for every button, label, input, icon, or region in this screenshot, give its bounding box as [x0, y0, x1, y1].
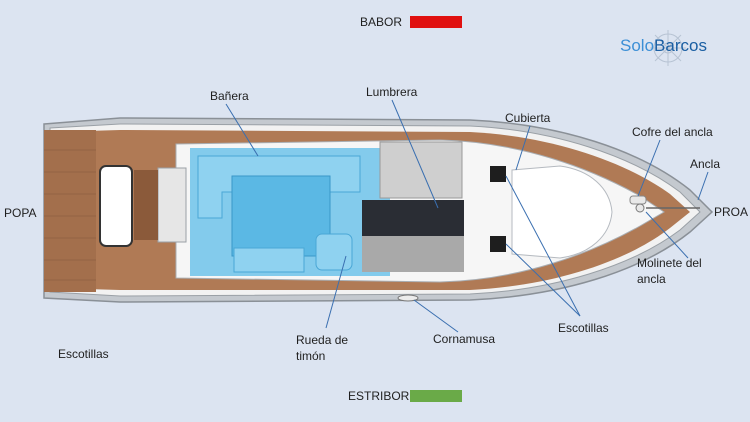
- label-rueda-de-timon: Rueda de timón: [296, 333, 349, 363]
- aft-table-wood: [134, 170, 158, 240]
- swim-platform: [44, 130, 96, 292]
- label-molinete-del-ancla: Molinete del ancla: [637, 256, 702, 286]
- label-proa: PROA: [714, 205, 749, 219]
- label-ancla: Ancla: [690, 157, 721, 171]
- leader-cofre: [637, 139, 661, 197]
- helm-bench: [233, 247, 305, 273]
- cockpit-table: [231, 175, 331, 257]
- label-cornamusa: Cornamusa: [433, 332, 496, 346]
- hatch-top: [490, 166, 506, 182]
- leader-rueda: [325, 255, 347, 329]
- legend-estribor-label: ESTRIBOR: [348, 389, 410, 403]
- aft-sofa: [157, 167, 187, 243]
- anchor-locker: [629, 195, 647, 205]
- legend-babor-swatch: [410, 16, 462, 28]
- label-cubierta: Cubierta: [505, 111, 551, 125]
- hatch-bottom: [490, 236, 506, 252]
- label-escotillas-left: Escotillas: [58, 347, 109, 361]
- leader-molinete: [645, 211, 689, 259]
- leader-cubierta: [515, 125, 531, 171]
- windlass: [635, 203, 645, 213]
- logo-solo: Solo: [620, 36, 655, 55]
- legend-babor-label: BABOR: [360, 15, 403, 29]
- console-grey: [362, 236, 464, 272]
- leader-cornamusa: [413, 299, 459, 333]
- ship-wheel-icon: [650, 30, 686, 66]
- skylight-glass: [379, 141, 463, 199]
- skylight: [362, 200, 464, 236]
- leader-banera: [225, 103, 259, 157]
- leader-escotillas-1: [505, 175, 581, 317]
- aft-lounge: [99, 165, 133, 247]
- cleat: [397, 294, 419, 302]
- legend-estribor-swatch: [410, 390, 462, 402]
- label-banera: Bañera: [210, 89, 249, 103]
- label-escotillas-right: Escotillas: [558, 321, 609, 335]
- label-cofre-del-ancla: Cofre del ancla: [632, 125, 713, 139]
- label-lumbrera: Lumbrera: [366, 85, 418, 99]
- leader-lumbrera: [391, 99, 439, 209]
- leader-escotillas-2: [505, 243, 581, 317]
- helm-seat: [315, 233, 353, 271]
- leader-ancla: [697, 171, 709, 201]
- logo-barcos: Barcos: [654, 36, 707, 55]
- brand-logo: SoloBarcos: [620, 36, 707, 56]
- label-popa: POPA: [4, 206, 37, 220]
